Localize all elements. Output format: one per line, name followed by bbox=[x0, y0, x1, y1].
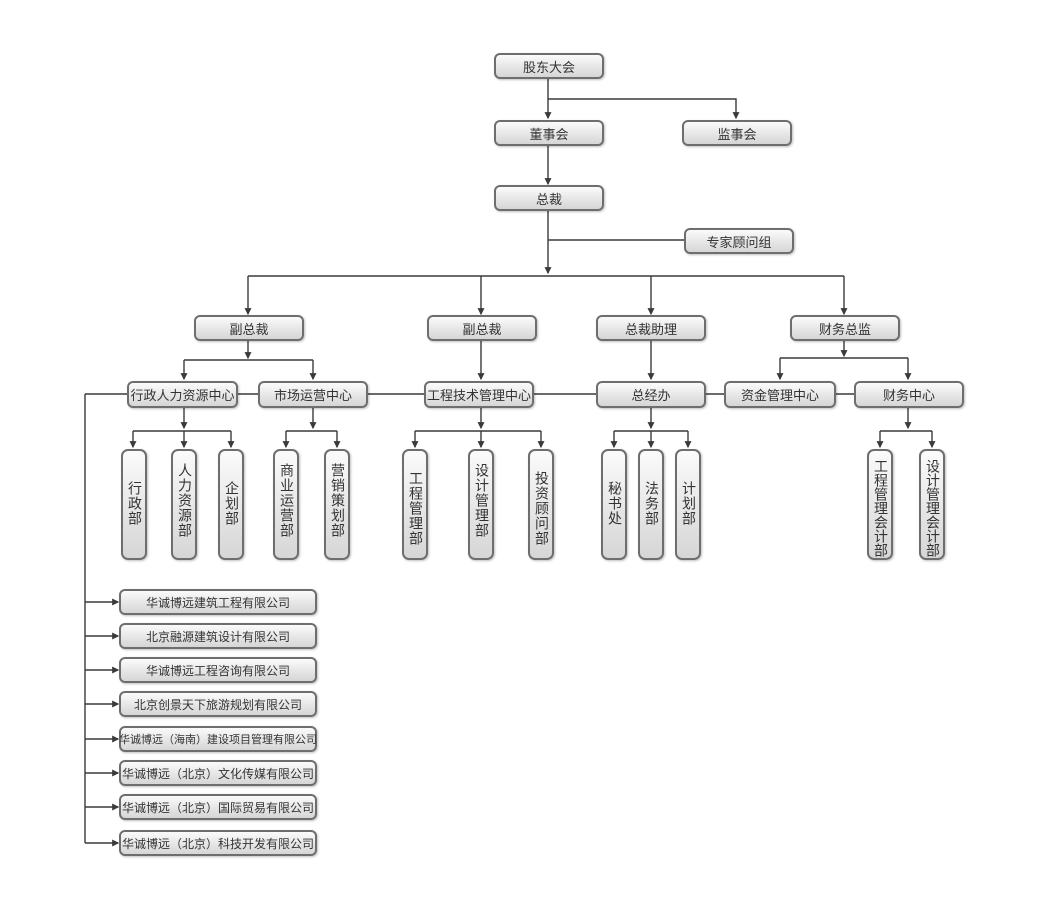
node-dept-design-mgmt: 设计管理部 bbox=[468, 449, 494, 560]
node-dept-secretariat: 秘书处 bbox=[601, 449, 627, 560]
node-cfo: 财务总监 bbox=[790, 315, 900, 341]
node-dept-commercial-ops: 商业运营部 bbox=[273, 449, 299, 560]
node-subsidiary-7: 华诚博远（北京）国际贸易有限公司 bbox=[119, 794, 317, 820]
node-subsidiary-1: 华诚博远建筑工程有限公司 bbox=[119, 589, 317, 615]
node-dept-engineering-accounting: 工程管理会计部 bbox=[867, 449, 893, 560]
node-dept-design-accounting: 设计管理会计部 bbox=[919, 449, 945, 560]
node-subsidiary-8: 华诚博远（北京）科技开发有限公司 bbox=[119, 830, 317, 856]
node-subsidiary-6: 华诚博远（北京）文化传媒有限公司 bbox=[119, 760, 317, 786]
line-shareholders-supervisors bbox=[548, 98, 740, 120]
node-dept-admin: 行政部 bbox=[121, 449, 147, 560]
node-dept-hr: 人力资源部 bbox=[171, 449, 197, 560]
node-general-office: 总经办 bbox=[596, 381, 706, 408]
node-shareholders-meeting: 股东大会 bbox=[494, 53, 604, 79]
node-dept-marketing-planning: 营销策划部 bbox=[324, 449, 350, 560]
node-dept-planning-2: 计划部 bbox=[675, 449, 701, 560]
node-subsidiary-3: 华诚博远工程咨询有限公司 bbox=[119, 657, 317, 683]
node-president: 总裁 bbox=[494, 185, 604, 211]
node-dept-engineering-mgmt: 工程管理部 bbox=[402, 449, 428, 560]
node-fund-management-center: 资金管理中心 bbox=[724, 381, 836, 408]
node-engineering-tech-center: 工程技术管理中心 bbox=[424, 381, 534, 408]
node-subsidiary-5: 华诚博远（海南）建设项目管理有限公司 bbox=[119, 726, 317, 752]
node-dept-legal: 法务部 bbox=[638, 449, 664, 560]
node-board-of-directors: 董事会 bbox=[494, 120, 604, 146]
node-dept-investment-advisory: 投资顾问部 bbox=[528, 449, 554, 560]
node-marketing-ops-center: 市场运营中心 bbox=[258, 381, 368, 408]
node-finance-center: 财务中心 bbox=[854, 381, 964, 408]
node-subsidiary-2: 北京融源建筑设计有限公司 bbox=[119, 623, 317, 649]
node-subsidiary-4: 北京创景天下旅游规划有限公司 bbox=[119, 691, 317, 717]
node-dept-planning: 企划部 bbox=[218, 449, 244, 560]
node-vice-president-2: 副总裁 bbox=[427, 315, 537, 341]
node-admin-hr-center: 行政人力资源中心 bbox=[127, 381, 238, 408]
node-president-assistant: 总裁助理 bbox=[596, 315, 706, 341]
node-expert-advisory-group: 专家顾问组 bbox=[684, 228, 794, 254]
node-vice-president-1: 副总裁 bbox=[194, 315, 304, 341]
node-supervisory-board: 监事会 bbox=[682, 120, 792, 146]
